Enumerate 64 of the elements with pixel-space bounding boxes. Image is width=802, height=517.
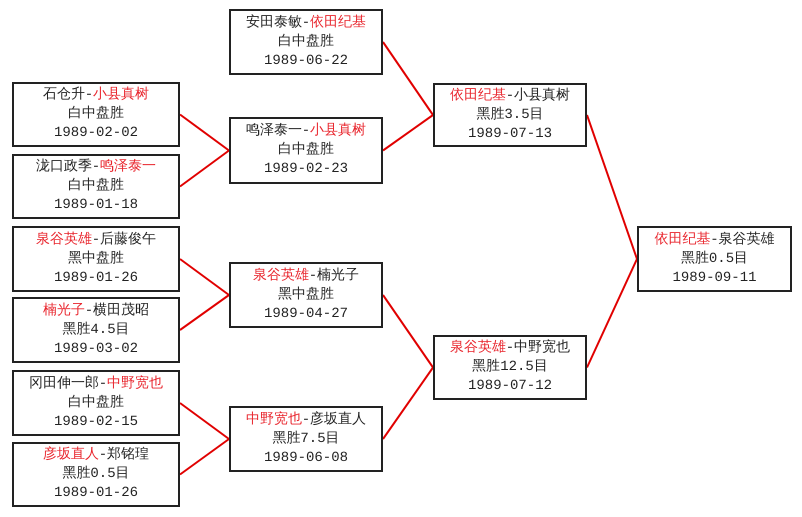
match-box: [12, 370, 180, 436]
match-date: 1989-02-15: [54, 412, 138, 432]
match-date: 1989-09-11: [672, 268, 756, 288]
match-players: 鸣泽泰一-小县真树: [246, 122, 366, 141]
match-date: 1989-07-13: [468, 124, 552, 144]
bracket-line: [179, 114, 230, 152]
match-box: [229, 117, 383, 184]
match-players: 泉谷英雄-后藤俊午: [36, 230, 156, 250]
match-players: 依田纪基-泉谷英雄: [654, 230, 775, 250]
bracket-line: [382, 366, 434, 440]
match-players: 中野宽也-彦坂直人: [246, 410, 366, 430]
match-box: [229, 262, 383, 328]
match-players: 泉谷英雄-中野宽也: [450, 339, 570, 358]
match-date: 1989-01-26: [54, 484, 138, 503]
match-date: 1989-06-08: [264, 448, 348, 468]
match-players: 依田纪基-小县真树: [450, 86, 570, 106]
match-players: 彦坂直人-郑铭瑝: [42, 446, 150, 465]
match-date: 1989-07-12: [468, 377, 552, 396]
match-result: 白中盘胜: [278, 141, 334, 160]
match-result: 白中盘胜: [278, 32, 334, 52]
match-result: 黑胜4.5目: [62, 320, 130, 340]
match-date: 1989-04-27: [264, 304, 348, 324]
bracket-line: [586, 258, 638, 368]
bracket-line: [382, 114, 434, 152]
match-result: 黑中盘胜: [68, 250, 124, 268]
match-box: [229, 406, 383, 472]
match-box: [12, 154, 180, 219]
match-result: 黑胜0.5目: [680, 250, 748, 268]
match-box: [637, 226, 792, 292]
match-players: 安田泰敏-依田纪基: [246, 14, 366, 32]
bracket-line: [179, 258, 230, 296]
match-players: 冈田伸一郎-中野宽也: [28, 374, 164, 394]
bracket-line: [179, 150, 230, 188]
match-players: 楠光子-横田茂昭: [42, 302, 150, 320]
match-box: [229, 9, 383, 75]
match-date: 1989-01-18: [54, 196, 138, 215]
bracket-line: [179, 402, 230, 440]
match-box: [12, 226, 180, 292]
match-date: 1989-02-02: [54, 124, 138, 143]
match-box: [433, 83, 587, 147]
match-date: 1989-06-22: [264, 52, 348, 70]
match-result: 白中盘胜: [68, 394, 124, 412]
bracket-line: [382, 41, 434, 116]
match-players: 泷口政季-鸣泽泰一: [36, 158, 156, 177]
match-result: 黑胜7.5目: [272, 430, 340, 448]
match-result: 白中盘胜: [68, 177, 124, 196]
match-date: 1989-02-23: [264, 160, 348, 179]
match-result: 黑胜3.5目: [476, 106, 544, 124]
match-box: [433, 335, 587, 400]
bracket-line: [382, 294, 434, 368]
match-players: 泉谷英雄-楠光子: [252, 266, 360, 286]
match-box: [12, 442, 180, 507]
match-box: [12, 82, 180, 147]
match-players: 石仓升-小县真树: [42, 86, 150, 105]
match-date: 1989-01-26: [54, 268, 138, 288]
match-result: 黑胜12.5目: [472, 358, 548, 377]
match-date: 1989-03-02: [54, 340, 138, 358]
match-result: 黑中盘胜: [278, 286, 334, 304]
match-result: 黑胜0.5目: [62, 465, 130, 484]
match-result: 白中盘胜: [68, 105, 124, 124]
bracket-line: [586, 114, 638, 260]
match-box: [12, 297, 180, 363]
bracket-line: [179, 294, 230, 331]
bracket-line: [179, 438, 230, 476]
